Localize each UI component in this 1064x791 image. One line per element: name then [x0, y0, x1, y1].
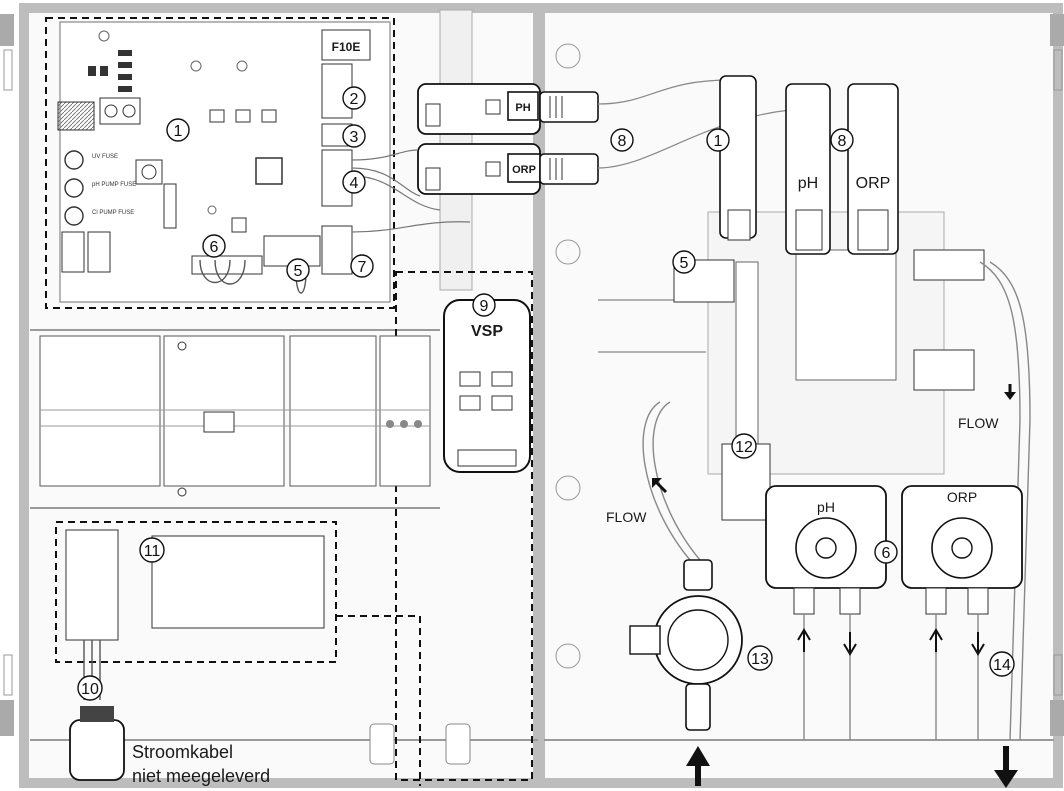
cable-note-line2: niet meegeleverd: [132, 766, 270, 786]
orp-pump-label: ORP: [947, 489, 977, 505]
callout-14-text: 14: [993, 657, 1011, 674]
callout-2: 2: [342, 86, 366, 110]
breaker-rail: [39, 335, 431, 497]
callout-1b-text: 1: [714, 133, 723, 150]
callout-8b-text: 8: [838, 133, 847, 150]
callout-6a: 6: [202, 234, 226, 258]
callout-12: 12: [731, 433, 757, 459]
control-board: F10E UV FUSE pH PUMP FUSE Cl PUMP FUSE: [45, 17, 395, 309]
flow-cell: pH ORP: [555, 43, 1031, 741]
callout-9: 9: [472, 293, 496, 317]
callout-10-text: 10: [81, 681, 99, 698]
uv-fuse-label: UV FUSE: [92, 154, 118, 160]
callout-5b: 5: [672, 250, 696, 274]
callout-5a: 5: [286, 258, 310, 282]
callout-6a-text: 6: [210, 239, 219, 256]
ph-sensor-label: PH: [515, 102, 530, 114]
callout-6b: 6: [874, 540, 898, 564]
callout-9-text: 9: [480, 298, 489, 315]
callout-4: 4: [342, 170, 366, 194]
callout-11-text: 11: [144, 543, 161, 560]
callout-14: 14: [989, 651, 1015, 677]
flow-label-left: FLOW: [606, 509, 647, 525]
callout-2-text: 2: [350, 91, 359, 108]
vsp-label: VSP: [471, 323, 503, 340]
f10e-label: F10E: [332, 40, 361, 54]
callout-1a-text: 1: [174, 123, 183, 140]
ph-pump-fuse-label: pH PUMP FUSE: [92, 182, 136, 188]
callout-12-text: 12: [735, 439, 753, 456]
inline-filter: [629, 559, 743, 731]
callout-4-text: 4: [350, 175, 359, 192]
callout-3: 3: [342, 124, 366, 148]
callout-8a: 8: [610, 128, 634, 152]
callout-1a: 1: [166, 118, 190, 142]
callout-8a-text: 8: [618, 133, 627, 150]
flow-label-right: FLOW: [958, 415, 999, 431]
ph-probe-label: pH: [798, 175, 818, 192]
ph-pump-label: pH: [817, 499, 835, 515]
orp-sensor-label: ORP: [512, 164, 536, 176]
dosing-pumps: pH ORP: [765, 485, 1023, 740]
callout-3-text: 3: [350, 129, 359, 146]
sensor-modules: PH ORP: [351, 79, 791, 233]
callout-6b-text: 6: [882, 545, 891, 562]
terminal-block: [55, 521, 471, 786]
cl-pump-fuse-label: Cl PUMP FUSE: [92, 210, 134, 216]
orp-probe-label: ORP: [856, 175, 891, 192]
flow-arrows: [652, 384, 1018, 788]
callout-10: 10: [77, 675, 103, 701]
callout-1b: 1: [706, 128, 730, 152]
cable-note-line1: Stroomkabel: [132, 742, 233, 762]
callout-11: 11: [139, 537, 165, 563]
callout-13: 13: [747, 645, 773, 671]
callout-7: 7: [350, 254, 374, 278]
callout-7-text: 7: [358, 259, 367, 276]
callout-13-text: 13: [751, 651, 769, 668]
callout-8b: 8: [830, 128, 854, 152]
callout-5a-text: 5: [294, 263, 303, 280]
callout-5b-text: 5: [680, 255, 689, 272]
